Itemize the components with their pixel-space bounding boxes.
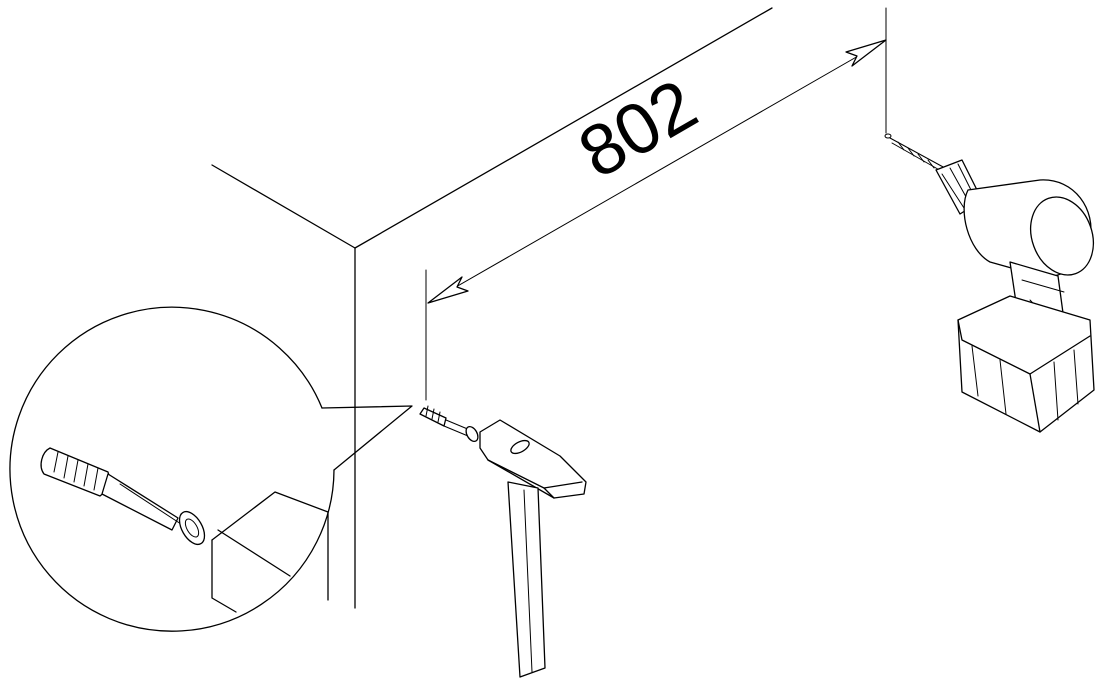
dimension-arrow-right (845, 39, 887, 67)
detail-wall-corner (211, 491, 329, 613)
dimension-line-group: 802 (425, 7, 887, 401)
cordless-drill-icon (889, 137, 1095, 433)
dimension-arrow-left (427, 276, 469, 304)
detail-leader (321, 405, 413, 471)
magnified-detail-circle (9, 306, 413, 632)
dimension-value: 802 (566, 65, 710, 194)
hammer-icon (479, 419, 587, 678)
dimension-line (427, 39, 887, 304)
detail-circle-outline (9, 306, 335, 632)
wall-plug-dowel-icon (40, 447, 206, 546)
screw-icon (419, 405, 479, 443)
wall-corner (211, 7, 773, 609)
drill-hole-right (884, 133, 892, 139)
